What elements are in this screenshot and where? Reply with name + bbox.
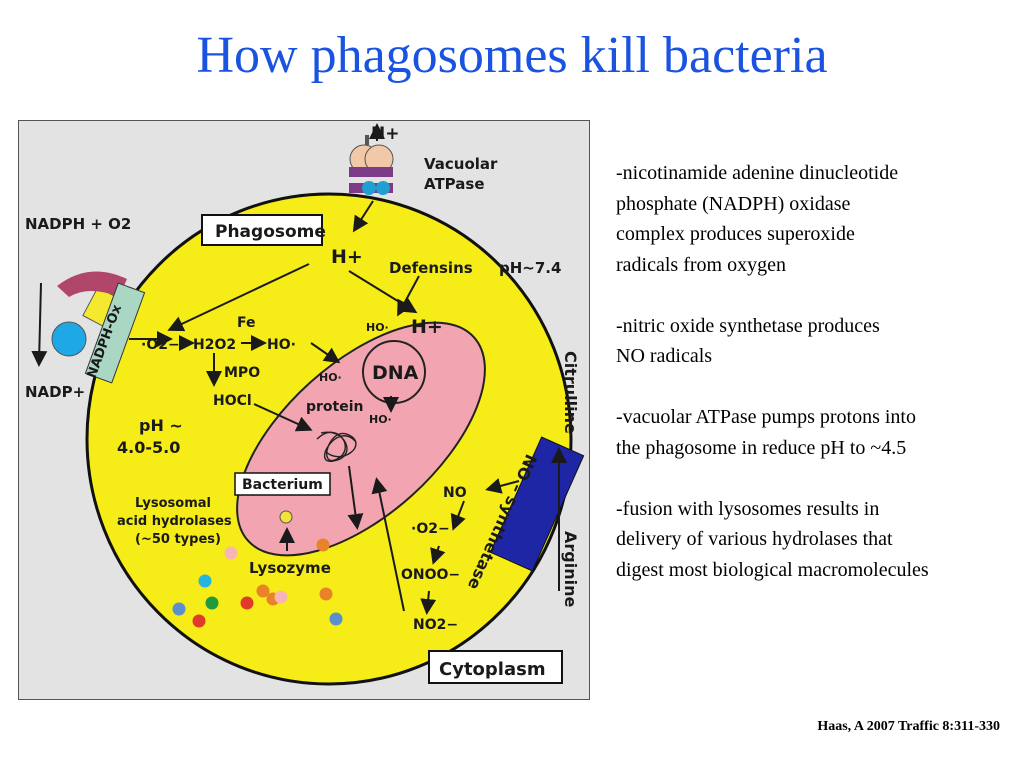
ho-radical-b2: HO· (319, 371, 342, 384)
hydrolase-dot (198, 574, 212, 588)
phagosome-label: Phagosome (215, 222, 326, 242)
hocl-label: HOCl (213, 393, 252, 409)
hydrolase-dot (224, 546, 238, 560)
hydrolase-dot (274, 590, 288, 604)
vacuolar-atpase-icon (349, 135, 394, 195)
ho-radical-label: HO· (267, 337, 296, 353)
nadp-plus-label: NADP+ (25, 383, 85, 401)
fifty-types-label: (~50 types) (135, 532, 221, 547)
hydrolase-dot (172, 602, 186, 616)
nadph-oxidase-paragraph: -nicotinamide adenine dinucleotide phosp… (616, 162, 899, 276)
arrow-to-no (485, 478, 520, 494)
slide-title: How phagosomes kill bacteria (196, 27, 828, 84)
arrow-no2-to-bact (371, 477, 405, 612)
h2o2-label: H2O2 (193, 337, 236, 353)
h-plus-inner: H+ (411, 316, 443, 338)
phagosome-label-box (201, 214, 323, 246)
hydrolase-dot (256, 584, 270, 598)
dna-label: DNA (372, 362, 419, 384)
cytoplasm-label-box (428, 650, 563, 684)
arrow-nadph (31, 282, 48, 367)
ph-acid-label-2: 4.0-5.0 (117, 438, 180, 457)
arrow-to-onoo (430, 545, 446, 565)
arrow-hocl-to-bact (253, 403, 313, 432)
lysosome-paragraph: -fusion with lysosomes results in delive… (616, 497, 929, 581)
nadph-o2-label: NADPH + O2 (25, 215, 131, 233)
ho-radical-b1: HO· (366, 321, 389, 334)
nadph-oxidase-icon (51, 271, 146, 384)
lysozyme-dot (279, 510, 293, 524)
bacterium-label-box (234, 472, 331, 496)
arrow-h-to-o2 (167, 263, 310, 332)
defensins-label: Defensins (389, 259, 473, 277)
hydrolase-dot (205, 596, 219, 610)
arrow-to-superoxide-2 (450, 500, 466, 531)
arrow-h-in (352, 200, 374, 233)
protein-tangle (316, 431, 357, 462)
hydrolase-dot (240, 596, 254, 610)
vacuolar-label: Vacuolar (424, 155, 498, 173)
onoo-label: ONOO− (401, 567, 460, 583)
no-synthetase-paragraph: -nitric oxide synthetase produces NO rad… (616, 314, 880, 368)
h-plus-mid: H+ (331, 246, 363, 268)
citation: Haas, A 2007 Traffic 8:311-330 (817, 719, 1000, 734)
protein-label: protein (306, 399, 364, 415)
superoxide-label: ·O2− (141, 337, 180, 353)
phagosome-diagram: H+ Vacuolar ATPase NADPH + O2 NADPH-Ox N… (18, 120, 590, 700)
mpo-label: MPO (224, 365, 260, 381)
arrow-defensins (397, 275, 420, 317)
hydrolase-dots (172, 538, 343, 628)
superoxide-label-2: ·O2− (411, 521, 450, 537)
acid-hydrolases-label: acid hydrolases (117, 514, 232, 529)
cytoplasm-label: Cytoplasm (439, 659, 546, 680)
fe-label: Fe (237, 315, 256, 331)
diagram-canvas: H+ Vacuolar ATPase NADPH + O2 NADPH-Ox N… (25, 123, 585, 686)
atpase-label: ATPase (424, 175, 485, 193)
atpase-paragraph: -vacuolar ATPase pumps protons into the … (616, 406, 916, 459)
ho-radical-b3: HO· (369, 413, 392, 426)
lysosomal-label: Lysosomal (135, 496, 211, 511)
hydrolase-dot (329, 612, 343, 626)
citrulline-label: Citrulline (561, 351, 580, 434)
ph-7-4-label: pH~7.4 (499, 259, 561, 277)
hydrolase-dot (319, 587, 333, 601)
arginine-label: Arginine (561, 531, 580, 607)
arrow-to-no2 (420, 590, 437, 615)
bacterium-label: Bacterium (242, 477, 323, 493)
explanation-text: -nicotinamide adenine dinucleotide phosp… (616, 158, 1020, 585)
no2-label: NO2− (413, 617, 458, 633)
arrow-ho-to-bact (310, 342, 341, 364)
no-label: NO (443, 485, 467, 501)
hydrolase-dot (316, 538, 330, 552)
h-plus-top: H+ (371, 124, 399, 144)
lysozyme-label: Lysozyme (249, 559, 331, 577)
arrow-protein (347, 465, 364, 530)
ph-acid-label-1: pH ~ (139, 416, 183, 435)
hydrolase-dot (192, 614, 206, 628)
